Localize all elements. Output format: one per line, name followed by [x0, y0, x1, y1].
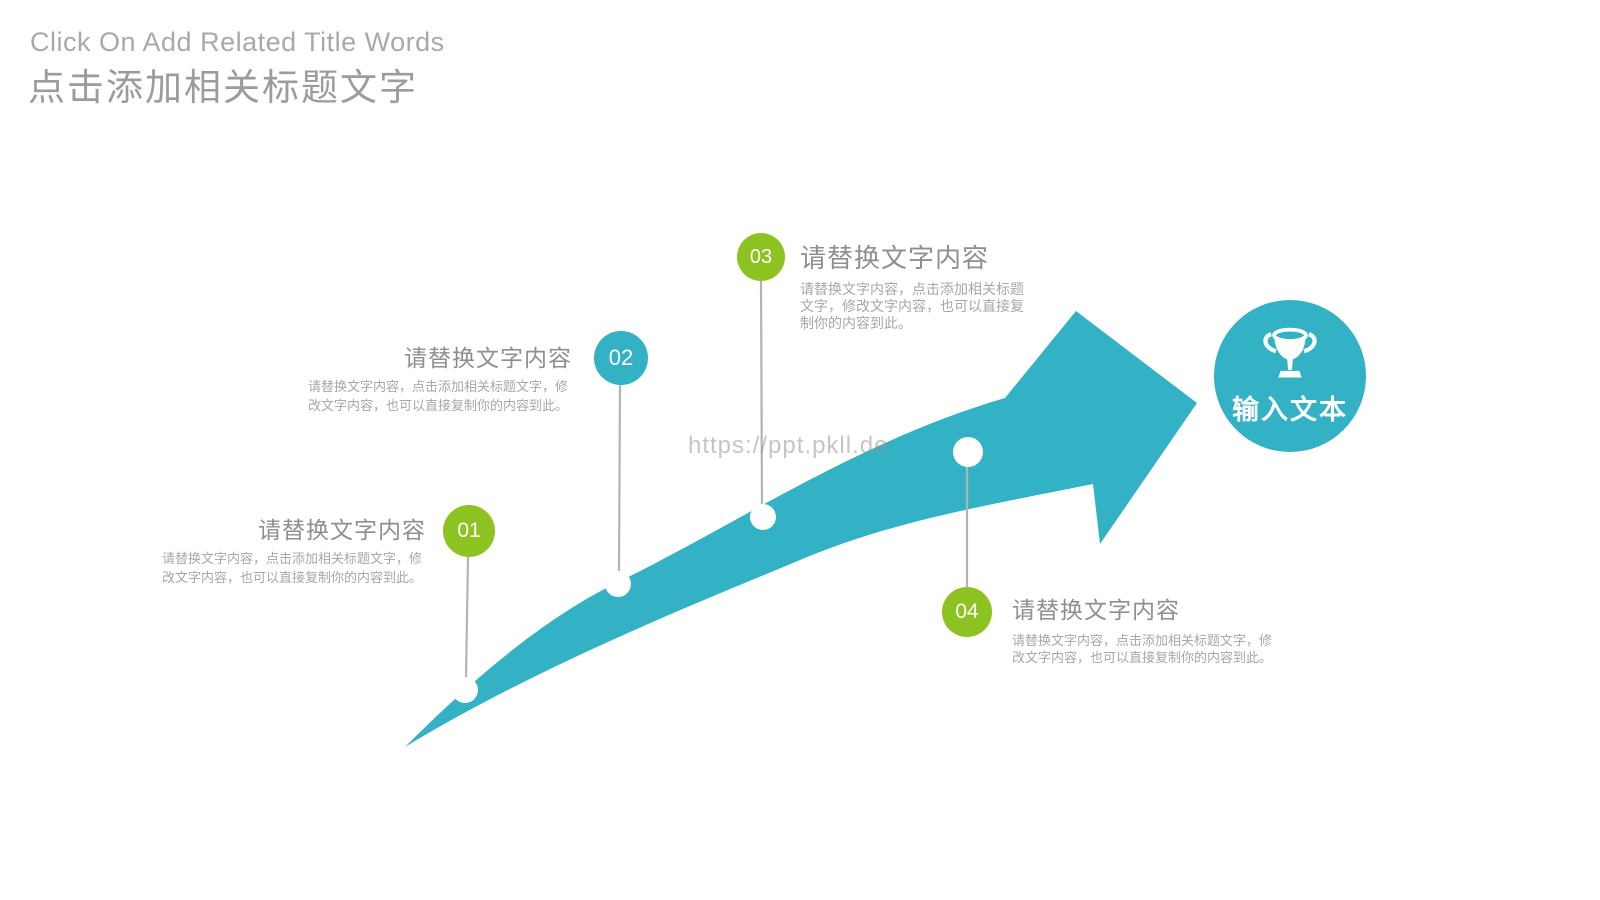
step-03-number-badge: 03 [737, 233, 785, 281]
curved-arrow-shape [405, 311, 1197, 747]
step-04-number: 04 [955, 600, 979, 623]
step-03-text-block: 请替换文字内容 请替换文字内容，点击添加相关标题文字，修改文字内容，也可以直接复… [800, 242, 1032, 332]
step-01-text-block: 请替换文字内容 请替换文字内容，点击添加相关标题文字，修改文字内容，也可以直接复… [162, 516, 426, 587]
watermark-url: https://ppt.pkll.de [688, 432, 889, 459]
connector-line-01 [464, 556, 470, 678]
trophy-icon [1263, 327, 1317, 378]
step-04-number-badge: 04 [942, 587, 992, 637]
step-02-number: 02 [608, 345, 634, 370]
connector-line-02 [617, 384, 622, 572]
step-01-number: 01 [457, 519, 481, 542]
goal-label: 输入文本 [1232, 395, 1348, 425]
connector-line-03 [759, 280, 764, 505]
step-02-number-badge: 02 [594, 331, 648, 385]
step-02-text-block: 请替换文字内容 请替换文字内容，点击添加相关标题文字，修改文字内容，也可以直接复… [308, 344, 572, 415]
slide-title-english: Click On Add Related Title Words [30, 27, 445, 57]
step-04-text-block: 请替换文字内容 请替换文字内容，点击添加相关标题文字，修改文字内容，也可以直接复… [1012, 596, 1276, 667]
step-03-heading: 请替换文字内容 [800, 243, 990, 273]
milestone-dot-02 [605, 571, 631, 597]
slide-title-chinese: 点击添加相关标题文字 [28, 67, 418, 108]
step-03-number: 03 [749, 245, 773, 268]
step-03-body: 请替换文字内容，点击添加相关标题文字，修改文字内容，也可以直接复制你的内容到此。 [800, 280, 1024, 331]
step-02-heading: 请替换文字内容 [404, 345, 572, 371]
step-02-body: 请替换文字内容，点击添加相关标题文字，修改文字内容，也可以直接复制你的内容到此。 [308, 378, 569, 413]
milestone-dot-01 [452, 677, 478, 703]
step-01-body: 请替换文字内容，点击添加相关标题文字，修改文字内容，也可以直接复制你的内容到此。 [162, 550, 423, 585]
step-01-heading: 请替换文字内容 [258, 517, 426, 543]
step-01-number-badge: 01 [443, 505, 495, 557]
goal-circle: 输入文本 [1214, 300, 1366, 452]
milestone-dot-03 [750, 504, 776, 530]
step-04-body: 请替换文字内容，点击添加相关标题文字，修改文字内容，也可以直接复制你的内容到此。 [1012, 632, 1273, 666]
step-04-heading: 请替换文字内容 [1012, 597, 1180, 623]
milestone-dot-04 [953, 437, 983, 467]
